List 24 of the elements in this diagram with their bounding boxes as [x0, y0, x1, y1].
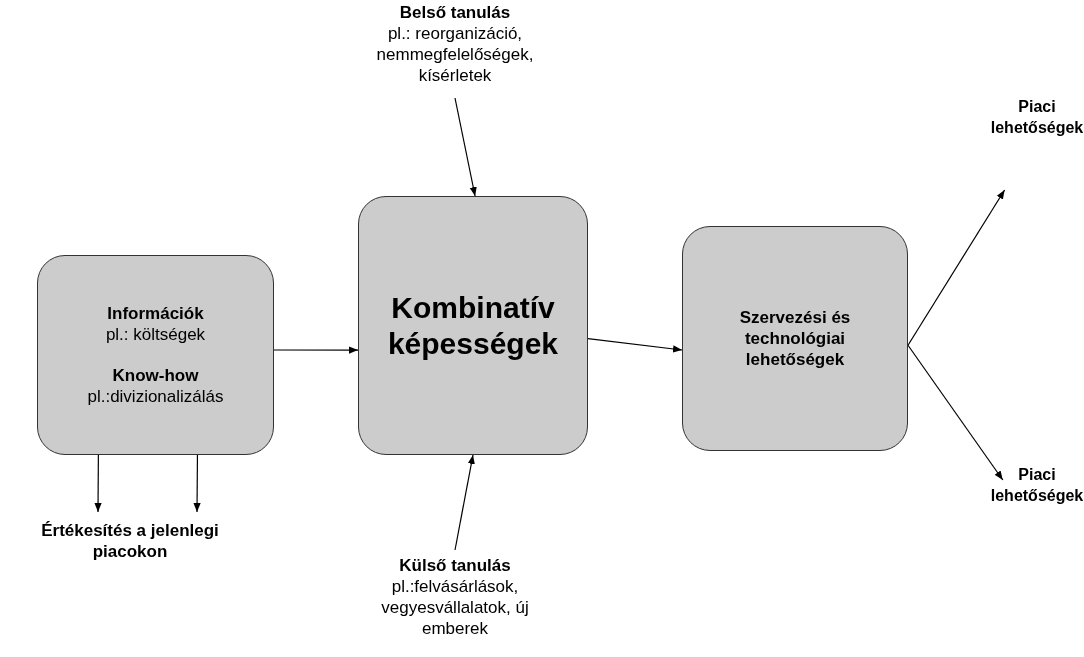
heading-text: Információk: [107, 303, 204, 324]
heading-text: Külső tanulás: [399, 555, 511, 576]
arrow: [454, 97, 477, 197]
process-box: [682, 226, 908, 451]
process-box: [37, 255, 274, 455]
description-text: pl.:felvásárlások, vegyesvállalatok, új emberek: [380, 576, 530, 639]
heading-text: Szervezési és technológiai lehetőségek: [738, 307, 852, 370]
heading-text: Kombinatív képességek: [386, 289, 560, 362]
process-box: [358, 196, 588, 455]
arrow: [273, 346, 359, 354]
arrow: [94, 454, 102, 513]
arrow: [193, 454, 201, 513]
heading-text: Piaci lehetőségek: [990, 465, 1084, 506]
description-text: pl.:divizionalizálás: [87, 386, 224, 407]
heading-text: Know-how: [112, 365, 199, 386]
arrow: [907, 189, 1006, 346]
heading-text: Belső tanulás: [399, 2, 511, 23]
arrow: [587, 338, 683, 353]
description-text: pl.: reorganizáció, nemmegfelelőségek, kísérletek: [375, 23, 535, 86]
arrow: [907, 344, 1004, 481]
description-text: pl.: költségek: [105, 324, 206, 345]
heading-text: Értékesítés a jelenlegi piacokon: [40, 520, 220, 562]
arrow: [454, 454, 475, 551]
heading-text: Piaci lehetőségek: [990, 97, 1084, 138]
